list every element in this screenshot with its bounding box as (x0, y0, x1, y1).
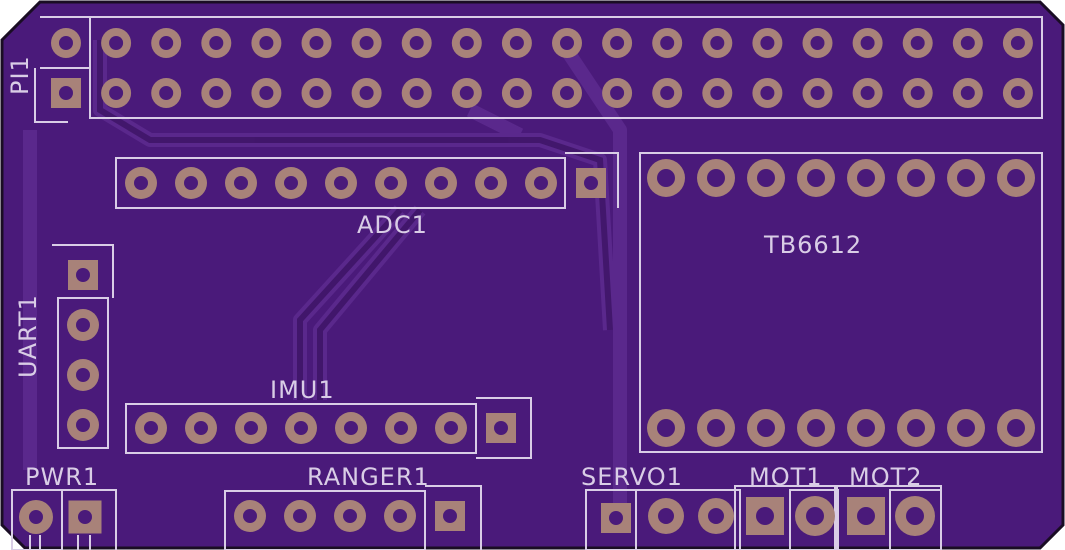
tb6612-outline (639, 152, 1043, 453)
label-servo1: SERVO1 (581, 463, 683, 491)
label-mot1: MOT1 (749, 463, 823, 491)
uart1-outline (57, 297, 109, 449)
label-mot2: MOT2 (849, 463, 923, 491)
label-ranger1: RANGER1 (307, 463, 430, 491)
label-uart1: UART1 (14, 294, 42, 378)
pwr1-outline (11, 489, 63, 550)
label-adc1: ADC1 (357, 211, 428, 239)
imu1-outline (125, 403, 477, 454)
pads (19, 28, 1035, 536)
adc1-outline (115, 157, 566, 209)
ranger1-outline (224, 490, 426, 550)
label-pi1: PI1 (6, 55, 34, 95)
label-tb6612: TB6612 (763, 231, 862, 259)
label-imu1: IMU1 (270, 376, 335, 404)
silkscreen-outlines (11, 16, 1043, 550)
label-pwr1: PWR1 (25, 463, 99, 491)
